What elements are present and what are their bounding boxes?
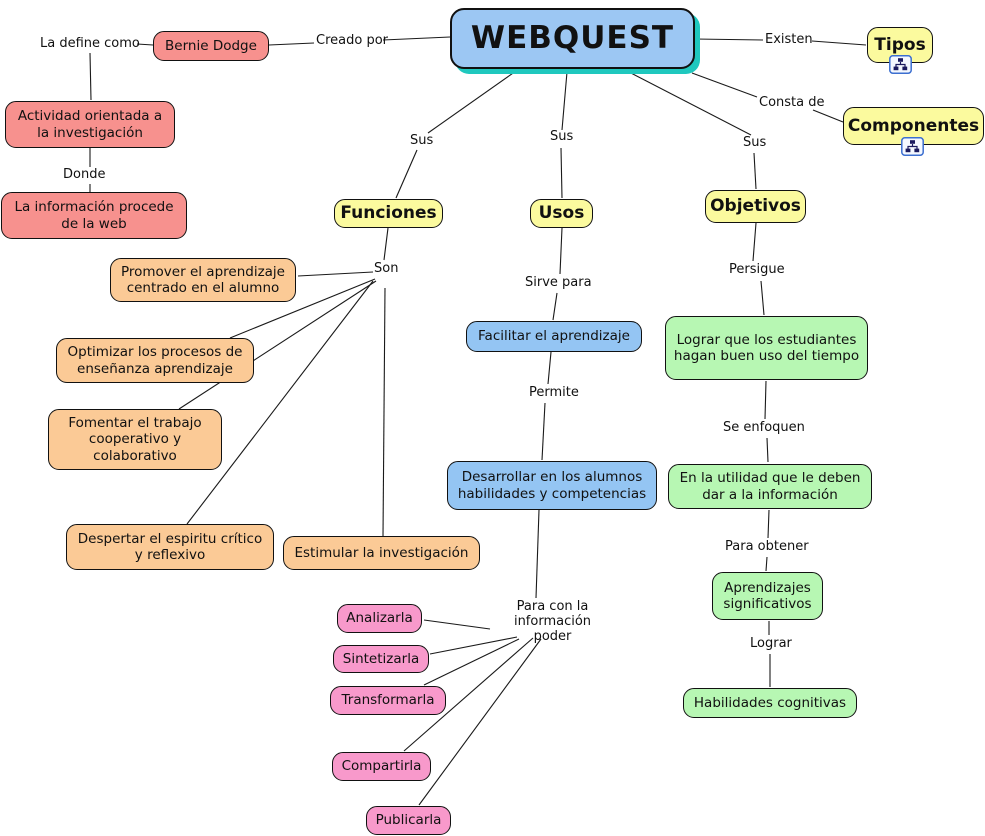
node-facilitar-aprendizaje[interactable]: Facilitar el aprendizaje [466,321,642,352]
link-consta-de[interactable]: Consta de [759,95,825,110]
node-publicarla[interactable]: Publicarla [366,806,451,835]
node-estimular-investigacion[interactable]: Estimular la investigación [283,536,480,570]
node-habilidades-cognitivas[interactable]: Habilidades cognitivas [683,688,857,718]
link-persigue[interactable]: Persigue [729,262,785,277]
node-bernie-dodge[interactable]: Bernie Dodge [153,31,269,61]
node-optimizar-procesos[interactable]: Optimizar los procesos de enseñanza apre… [56,338,254,383]
node-analizarla[interactable]: Analizarla [337,604,422,633]
link-sus-objetivos[interactable]: Sus [743,135,767,150]
link-se-enfoquen[interactable]: Se enfoquen [723,420,805,435]
node-sintetizarla[interactable]: Sintetizarla [333,645,429,673]
node-despertar-espiritu[interactable]: Despertar el espiritu crítico y reflexiv… [66,524,274,570]
node-objetivos[interactable]: Objetivos [705,190,806,223]
node-informacion-web[interactable]: La información procede de la web [1,192,187,239]
link-existen[interactable]: Existen [765,32,813,47]
node-fomentar-trabajo[interactable]: Fomentar el trabajo cooperativo y colabo… [48,409,222,470]
node-utilidad-informacion[interactable]: En la utilidad que le deben dar a la inf… [668,464,872,509]
concept-map-resource-icon[interactable] [901,137,924,156]
link-permite[interactable]: Permite [529,385,579,400]
link-sus-usos[interactable]: Sus [550,129,574,144]
link-para-obtener[interactable]: Para obtener [725,539,809,554]
link-creado-por[interactable]: Creado por [316,33,388,48]
concept-map-resource-icon[interactable] [889,55,912,74]
link-sus-funciones[interactable]: Sus [410,133,434,148]
link-sirve-para[interactable]: Sirve para [525,275,592,290]
link-la-define-como[interactable]: La define como [40,36,140,51]
node-transformarla[interactable]: Transformarla [330,686,446,715]
link-lograr[interactable]: Lograr [750,636,792,651]
link-son[interactable]: Son [374,261,399,276]
node-aprendizajes-significativos[interactable]: Aprendizajes significativos [712,572,823,620]
node-desarrollar-habilidades[interactable]: Desarrollar en los alumnos habilidades y… [447,461,657,510]
node-actividad-orientada[interactable]: Actividad orientada a la investigación [5,101,175,148]
link-donde[interactable]: Donde [63,167,106,182]
node-funciones[interactable]: Funciones [334,199,443,228]
node-webquest[interactable]: WEBQUEST [450,8,695,69]
node-promover-aprendizaje[interactable]: Promover el aprendizaje centrado en el a… [110,258,296,302]
node-usos[interactable]: Usos [530,199,593,228]
node-compartirla[interactable]: Compartirla [332,752,431,781]
node-lograr-estudiantes[interactable]: Lograr que los estudiantes hagan buen us… [665,316,868,380]
link-para-con-la-informacion[interactable]: Para con la información poder [513,599,592,644]
node-tipos[interactable]: Tipos [867,27,933,63]
